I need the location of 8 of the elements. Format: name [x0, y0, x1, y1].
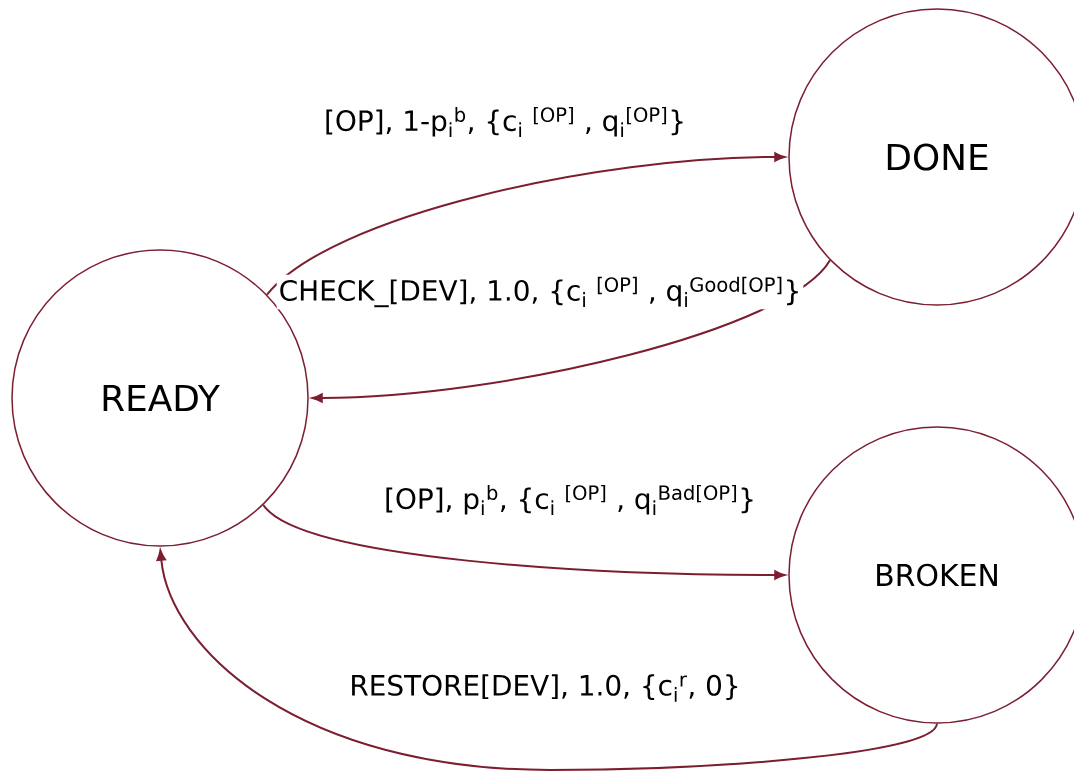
arrow	[266, 152, 786, 296]
arrow	[262, 504, 786, 580]
arrow	[156, 549, 938, 771]
edge-label: [OP], p$_{i}$$^{b}$, {c$_{i}$ $^{[OP]}$ , q$_{i}$$^{Bad[OP]}$}	[382, 482, 758, 518]
edge-label: RESTORE[DEV], 1.0, {c$_{i}$$^{r}$, 0}	[347, 672, 743, 704]
arrow	[311, 259, 831, 403]
edge-label: CHECK_[DEV], 1.0, {c$_{i}$ $^{[OP]}$ , q$_{i}$$^{Good[OP]}$}	[276, 274, 804, 310]
edge-label: [OP], 1-p$_{i}$$^{b}$, {c$_{i}$ $^{[OP]}$ , q$_{i}$$^{[OP]}$}	[322, 104, 688, 140]
